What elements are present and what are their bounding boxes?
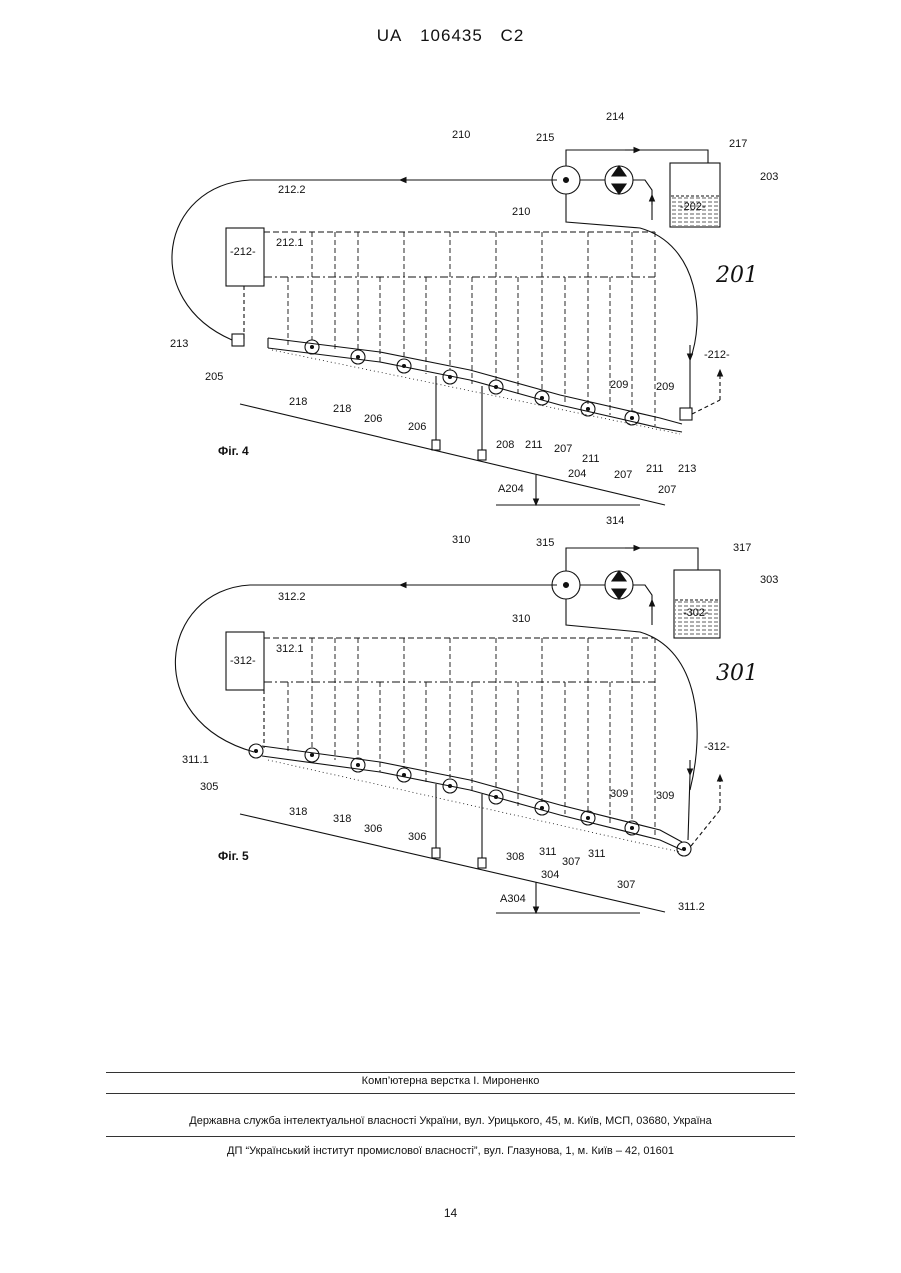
footer-agency: Державна служба інтелектуальної власност…	[0, 1115, 901, 1127]
label-218-b: 218	[333, 403, 351, 415]
figure-5	[175, 548, 720, 913]
label-207-b: 207	[614, 469, 632, 481]
label-209-b: 209	[656, 381, 674, 393]
label-312-2: 312.2	[278, 591, 306, 603]
footer-rule-2	[106, 1093, 795, 1094]
label-309-a: 309	[610, 788, 628, 800]
label-310-lower: 310	[512, 613, 530, 625]
label-206-a: 206	[364, 413, 382, 425]
figure-4	[172, 150, 720, 505]
footer-rule-1	[106, 1072, 795, 1073]
label-212-2: 212.2	[278, 184, 306, 196]
label-312-1: 312.1	[276, 643, 304, 655]
label-A304: A304	[500, 893, 526, 905]
label-311-2: 311.2	[678, 901, 705, 913]
label-309-b: 309	[656, 790, 674, 802]
label-304: 304	[541, 869, 559, 881]
figure-5-caption: Фіг. 5	[218, 849, 249, 863]
label-306-b: 306	[408, 831, 426, 843]
label-311-b: 311	[588, 848, 606, 860]
label-205: 205	[205, 371, 223, 383]
label-307-b: 307	[617, 879, 635, 891]
pipe-310	[175, 585, 557, 752]
label-212-1: 212.1	[276, 237, 304, 249]
label-217: 217	[729, 138, 747, 150]
label-202: -202-	[680, 201, 706, 213]
label-318-a: 318	[289, 806, 307, 818]
label-213-right: 213	[678, 463, 696, 475]
label-305: 305	[200, 781, 218, 793]
ground-304	[240, 814, 665, 912]
label-308: 308	[506, 851, 524, 863]
label-315: 315	[536, 537, 554, 549]
label-211-c: 211	[646, 463, 664, 475]
label-204: 204	[568, 468, 586, 480]
label-212-box: -212-	[230, 246, 256, 258]
label-310-top: 310	[452, 534, 470, 546]
label-212-right: -212-	[704, 349, 730, 361]
label-208: 208	[496, 439, 514, 451]
label-201: 201	[715, 263, 758, 288]
label-210-top: 210	[452, 129, 470, 141]
label-311-a: 311	[539, 846, 557, 858]
label-213-left: 213	[170, 338, 188, 350]
label-311-1: 311.1	[182, 754, 209, 766]
label-318-b: 318	[333, 813, 351, 825]
label-301: 301	[716, 661, 758, 686]
label-A204: A204	[498, 483, 524, 495]
label-314: 314	[606, 515, 624, 527]
label-203: 203	[760, 171, 778, 183]
label-215: 215	[536, 132, 554, 144]
page-number: 14	[0, 1206, 901, 1220]
label-312-box: -312-	[230, 655, 256, 667]
label-214: 214	[606, 111, 624, 123]
label-317: 317	[733, 542, 751, 554]
label-206-b: 206	[408, 421, 426, 433]
label-218-a: 218	[289, 396, 307, 408]
pipe-210	[172, 180, 557, 340]
footer-institute: ДП “Український інститут промислової вла…	[0, 1145, 901, 1157]
sensor-213-right	[680, 408, 692, 420]
label-210-lower: 210	[512, 206, 530, 218]
label-303: 303	[760, 574, 778, 586]
label-302: -302-	[683, 607, 709, 619]
label-306-a: 306	[364, 823, 382, 835]
label-307-a: 307	[562, 856, 580, 868]
label-211-b: 211	[582, 453, 600, 465]
figure-4-caption: Фіг. 4	[218, 444, 249, 458]
ground-204	[240, 404, 665, 505]
label-207-c: 207	[658, 484, 676, 496]
footer-rule-3	[106, 1136, 795, 1137]
label-209-a: 209	[610, 379, 628, 391]
label-211-a: 211	[525, 439, 543, 451]
figure-4-labels: 210 215 214 217 203 -202- 210 212.2 -212…	[170, 111, 778, 496]
sensor-213-left	[232, 334, 244, 346]
label-312-right: -312-	[704, 741, 730, 753]
label-207-a: 207	[554, 443, 572, 455]
footer-typesetting: Комп’ютерна верстка І. Мироненко	[0, 1075, 901, 1087]
